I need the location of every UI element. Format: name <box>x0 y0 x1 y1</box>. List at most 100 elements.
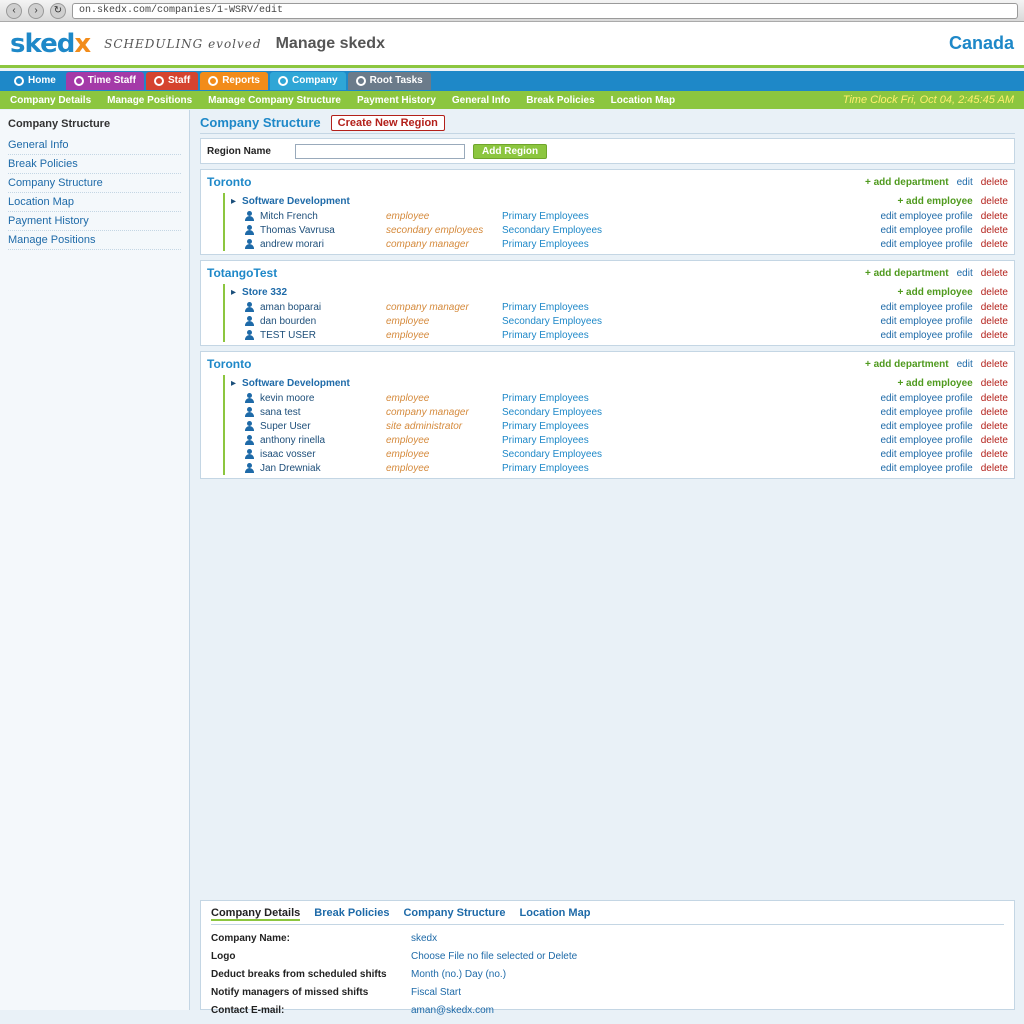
subnav-link[interactable]: Location Map <box>610 94 676 106</box>
add-region-button[interactable]: Add Region <box>473 143 548 159</box>
edit-employee-profile-link[interactable]: edit employee profile <box>880 434 973 446</box>
region-name[interactable]: Toronto <box>207 175 252 189</box>
time-clock[interactable]: Time Clock Fri, Oct 04, 2:45:45 AM <box>842 94 1014 106</box>
subnav-link[interactable]: Payment History <box>356 94 436 106</box>
add-department-link[interactable]: + add department <box>864 267 949 279</box>
employee-name[interactable]: Thomas Vavrusa <box>260 224 335 236</box>
delete-link[interactable]: delete <box>980 329 1008 341</box>
department-name[interactable]: Store 332 <box>242 286 288 298</box>
form-tab[interactable]: Company Structure <box>403 907 506 919</box>
employee-name[interactable]: andrew morari <box>260 238 324 250</box>
form-tab[interactable]: Location Map <box>519 907 591 919</box>
create-region-button[interactable]: Create New Region <box>330 114 445 131</box>
employee-name[interactable]: kevin moore <box>260 392 315 404</box>
subnav-link[interactable]: General Info <box>451 94 511 106</box>
delete-link[interactable]: delete <box>980 286 1008 298</box>
edit-employee-profile-link[interactable]: edit employee profile <box>880 315 973 327</box>
delete-link[interactable]: delete <box>980 315 1008 327</box>
region-name-input[interactable] <box>295 143 465 159</box>
subnav-link[interactable]: Manage Positions <box>107 94 193 106</box>
form-tab[interactable]: Company Details <box>211 907 301 921</box>
person-icon <box>245 225 254 235</box>
delete-link[interactable]: delete <box>980 238 1008 250</box>
delete-link[interactable]: delete <box>980 434 1008 446</box>
edit-link[interactable]: edit <box>956 267 973 279</box>
tab-reports[interactable]: Reports <box>200 72 268 90</box>
employee-name[interactable]: anthony rinella <box>260 434 326 446</box>
delete-link[interactable]: delete <box>980 210 1008 222</box>
region-name[interactable]: Toronto <box>207 357 252 371</box>
tab-home[interactable]: Home <box>6 72 64 90</box>
edit-employee-profile-link[interactable]: edit employee profile <box>880 448 973 460</box>
add-employee-link[interactable]: + add employee <box>897 377 973 389</box>
subnav-link[interactable]: Break Policies <box>526 94 595 106</box>
add-department-link[interactable]: + add department <box>864 176 949 188</box>
employee-name[interactable]: TEST USER <box>260 329 316 341</box>
back-button[interactable]: ‹ <box>6 2 22 19</box>
employee-name[interactable]: isaac vosser <box>260 448 316 460</box>
delete-link[interactable]: delete <box>980 301 1008 313</box>
form-value[interactable]: Month (no.) Day (no.) <box>411 968 507 980</box>
forward-button[interactable]: › <box>28 2 44 19</box>
department-actions: + add employee delete <box>897 196 1008 207</box>
department-name[interactable]: Software Development <box>242 195 350 207</box>
edit-link[interactable]: edit <box>956 358 973 370</box>
section-header: Company Structure Create New Region <box>200 112 1015 134</box>
subnav-link[interactable]: Company Details <box>10 94 92 106</box>
delete-link[interactable]: delete <box>980 448 1008 460</box>
delete-link[interactable]: delete <box>980 358 1008 370</box>
edit-employee-profile-link[interactable]: edit employee profile <box>880 329 973 341</box>
employee-group: Primary Employees <box>502 462 589 474</box>
delete-link[interactable]: delete <box>980 377 1008 389</box>
delete-link[interactable]: delete <box>980 462 1008 474</box>
edit-employee-profile-link[interactable]: edit employee profile <box>880 238 973 250</box>
address-bar[interactable]: on.skedx.com/companies/1-WSRV/edit <box>72 2 1018 19</box>
tab-staff[interactable]: Staff <box>145 72 199 90</box>
tab-company[interactable]: Company <box>270 72 346 90</box>
sidebar-link[interactable]: Company Structure <box>8 174 181 193</box>
employee-name[interactable]: Super User <box>260 420 311 432</box>
sidebar-link[interactable]: Break Policies <box>8 155 181 174</box>
delete-link[interactable]: delete <box>980 392 1008 404</box>
delete-link[interactable]: delete <box>980 406 1008 418</box>
form-value[interactable]: skedx <box>411 932 438 944</box>
reload-button[interactable]: ↻ <box>50 2 66 19</box>
delete-link[interactable]: delete <box>980 267 1008 279</box>
skedx-logo[interactable]: skedx <box>10 28 91 59</box>
edit-employee-profile-link[interactable]: edit employee profile <box>880 420 973 432</box>
employee-name[interactable]: aman boparai <box>260 301 322 313</box>
form-value[interactable]: Choose File no file selected or Delete <box>411 950 578 962</box>
edit-employee-profile-link[interactable]: edit employee profile <box>880 301 973 313</box>
delete-link[interactable]: delete <box>980 420 1008 432</box>
edit-employee-profile-link[interactable]: edit employee profile <box>880 406 973 418</box>
department-name[interactable]: Software Development <box>242 377 350 389</box>
delete-link[interactable]: delete <box>980 195 1008 207</box>
tab-time[interactable]: Time Staff <box>65 72 144 90</box>
edit-employee-profile-link[interactable]: edit employee profile <box>880 224 973 236</box>
form-value[interactable]: aman@skedx.com <box>411 1004 494 1016</box>
add-employee-link[interactable]: + add employee <box>897 286 973 298</box>
edit-link[interactable]: edit <box>956 176 973 188</box>
sidebar-link[interactable]: General Info <box>8 136 181 155</box>
sidebar-link[interactable]: Manage Positions <box>8 231 181 250</box>
delete-link[interactable]: delete <box>980 176 1008 188</box>
edit-employee-profile-link[interactable]: edit employee profile <box>880 462 973 474</box>
form-label: Deduct breaks from scheduled shifts <box>211 968 387 980</box>
delete-link[interactable]: delete <box>980 224 1008 236</box>
sidebar-link[interactable]: Payment History <box>8 212 181 231</box>
edit-employee-profile-link[interactable]: edit employee profile <box>880 210 973 222</box>
form-row: Deduct breaks from scheduled shifts Month… <box>211 965 1004 983</box>
employee-name[interactable]: dan bourden <box>260 315 317 327</box>
form-value[interactable]: Fiscal Start <box>411 986 462 998</box>
tab-root[interactable]: Root Tasks <box>347 72 431 90</box>
add-department-link[interactable]: + add department <box>864 358 949 370</box>
edit-employee-profile-link[interactable]: edit employee profile <box>880 392 973 404</box>
add-employee-link[interactable]: + add employee <box>897 195 973 207</box>
employee-name[interactable]: Jan Drewniak <box>260 462 321 474</box>
employee-name[interactable]: Mitch French <box>260 210 318 222</box>
form-tab[interactable]: Break Policies <box>314 907 390 919</box>
employee-name[interactable]: sana test <box>260 406 301 418</box>
subnav-link[interactable]: Manage Company Structure <box>208 94 341 106</box>
region-name[interactable]: TotangoTest <box>207 266 278 280</box>
sidebar-link[interactable]: Location Map <box>8 193 181 212</box>
